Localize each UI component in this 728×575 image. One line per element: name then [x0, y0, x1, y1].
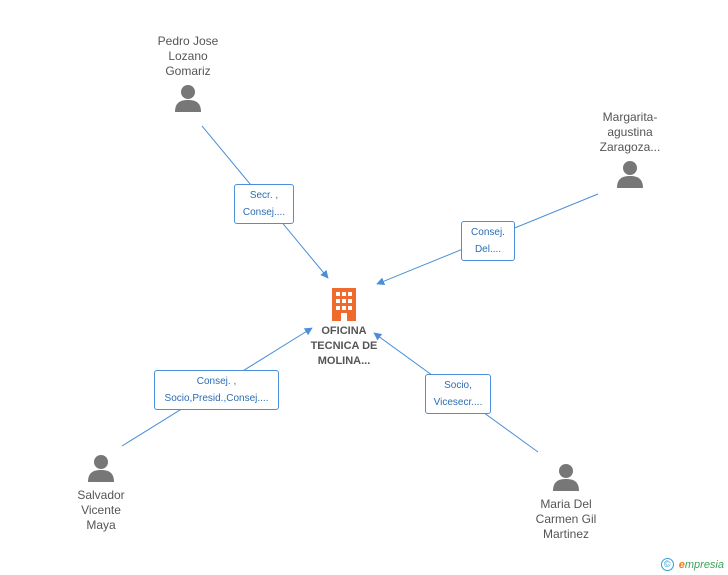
edge-label-margarita[interactable]: Consej. Del....	[461, 221, 515, 261]
edge-label-pedro[interactable]: Secr. , Consej....	[234, 184, 294, 224]
person-node-salvador[interactable]: Salvador Vicente Maya	[46, 453, 156, 533]
edge-label-line: Del....	[474, 244, 502, 255]
edge-label-line: Socio,Presid.,Consej....	[164, 393, 269, 404]
person-name[interactable]: Pedro Jose Lozano Gomariz	[157, 34, 219, 78]
edge-label-line: Secr. ,	[249, 190, 279, 201]
person-icon[interactable]	[615, 159, 645, 189]
edge-label-line: Consej. ,	[196, 376, 237, 387]
person-icon[interactable]	[86, 453, 116, 483]
brand-footer[interactable]: © empresia	[660, 558, 724, 571]
edge-label-line: Socio,	[444, 380, 472, 391]
company-name[interactable]: OFICINA TECNICA DE MOLINA...	[310, 325, 378, 367]
brand-logo[interactable]: empresia	[678, 558, 724, 571]
edge-label-line: Consej.	[471, 227, 505, 238]
person-icon[interactable]	[551, 462, 581, 492]
company-node[interactable]: OFICINA TECNICA DE MOLINA...	[284, 287, 404, 369]
edge-label-line: Consej....	[242, 207, 286, 218]
copyright-icon: ©	[660, 558, 674, 571]
building-icon[interactable]	[331, 287, 357, 321]
edge-label-salvador[interactable]: Consej. , Socio,Presid.,Consej....	[154, 370, 279, 410]
edge-label-line: Vicesecr....	[433, 397, 483, 408]
person-node-margarita[interactable]: Margarita- agustina Zaragoza...	[575, 110, 685, 189]
person-name[interactable]: Margarita- agustina Zaragoza...	[599, 110, 661, 154]
person-name[interactable]: Maria Del Carmen Gil Martinez	[535, 497, 597, 541]
person-name[interactable]: Salvador Vicente Maya	[77, 488, 125, 532]
person-node-maria[interactable]: Maria Del Carmen Gil Martinez	[511, 462, 621, 542]
edge-label-maria[interactable]: Socio, Vicesecr....	[425, 374, 491, 414]
person-icon[interactable]	[173, 83, 203, 113]
person-node-pedro[interactable]: Pedro Jose Lozano Gomariz	[133, 34, 243, 113]
